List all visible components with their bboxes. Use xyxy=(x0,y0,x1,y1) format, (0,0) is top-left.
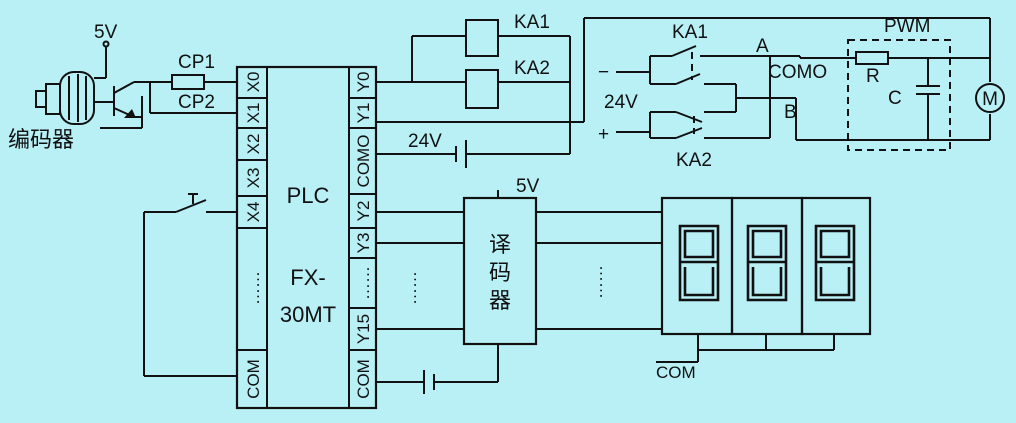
pin-y1: Y1 xyxy=(354,103,373,124)
decoder-input-ellipsis: …… xyxy=(401,271,420,305)
pin-y0: Y0 xyxy=(354,72,373,93)
ka1-coil-label: KA1 xyxy=(514,12,550,33)
plc-block: X0 X1 X2 X3 X4 …… COM Y0 Y1 COMO Y2 Y3 …… xyxy=(235,65,378,410)
encoder-body xyxy=(59,71,95,125)
pin-x2: X2 xyxy=(244,134,263,155)
decoder: …… 5V 译 码 器 …… xyxy=(376,176,662,382)
cp2-label: CP2 xyxy=(178,92,215,113)
pin-x4: X4 xyxy=(244,202,263,223)
relay-coils: KA1 KA2 xyxy=(376,12,571,154)
pin-y3: Y3 xyxy=(354,233,373,254)
como-motor-label: COMO xyxy=(768,62,827,83)
plc-model-line2: 30MT xyxy=(280,302,336,327)
display-digit-2-frame xyxy=(730,196,804,336)
capacitor-label: C xyxy=(888,88,902,109)
pin-input-com: COM xyxy=(244,359,263,399)
pin-y2: Y2 xyxy=(354,201,373,222)
ka1-coil xyxy=(465,19,499,57)
seven-segment-display: COM xyxy=(656,196,872,382)
encoder-shaft xyxy=(35,90,47,108)
plc-outer-box xyxy=(235,65,378,410)
relay-contact-bridge: KA1 KA2 − + 24V A B COMO xyxy=(598,22,827,171)
cp1-resistor xyxy=(171,74,205,90)
resistor-label: R xyxy=(866,66,880,87)
display-com-label: COM xyxy=(656,363,696,382)
pwm-block: PWM R C xyxy=(795,16,991,151)
display-digit-3 xyxy=(814,224,856,302)
plus-label: + xyxy=(598,124,609,145)
plc-24v-supply: 24V xyxy=(376,131,570,168)
x4-switch xyxy=(143,193,237,377)
pin-como: COMO xyxy=(354,135,373,188)
pin-x0: X0 xyxy=(244,72,263,93)
pwm-label: PWM xyxy=(884,16,930,37)
cp1-label: CP1 xyxy=(178,52,215,73)
plc-24v-label: 24V xyxy=(408,131,442,152)
encoder-label: 编码器 xyxy=(8,127,74,152)
ka2-coil-label: KA2 xyxy=(514,58,550,79)
plc-label: PLC xyxy=(287,183,330,208)
display-digit-1 xyxy=(678,224,720,302)
decoder-label-1: 译 xyxy=(489,232,511,257)
decoder-label-3: 器 xyxy=(489,288,511,313)
point-a-label: A xyxy=(756,36,769,57)
ka1-contact-label: KA1 xyxy=(672,22,708,43)
ka2-coil xyxy=(465,69,499,109)
decoder-label-2: 码 xyxy=(489,260,511,285)
ka2-contact-label: KA2 xyxy=(676,150,712,171)
display-digit-2 xyxy=(746,224,788,302)
pin-x1: X1 xyxy=(244,103,263,124)
minus-label: − xyxy=(598,62,609,83)
pin-output-ellipsis: …… xyxy=(354,266,373,300)
point-b-label: B xyxy=(784,102,797,123)
motor-circle xyxy=(975,83,1005,113)
pin-y15: Y15 xyxy=(354,314,373,344)
encoder-flange xyxy=(45,83,61,115)
display-digit-3-frame xyxy=(800,196,872,336)
decoder-output-ellipsis: …… xyxy=(587,265,606,299)
motor-24v-label: 24V xyxy=(604,92,638,113)
pwm-resistor xyxy=(855,51,889,65)
pin-x3: X3 xyxy=(244,168,263,189)
pwm-dashed-box xyxy=(847,39,951,151)
decoder-box xyxy=(462,196,538,346)
motor: M xyxy=(975,83,1005,113)
encoder-5v-label: 5V xyxy=(94,22,118,43)
decoder-5v-label: 5V xyxy=(516,176,540,197)
plc-model-line1: FX- xyxy=(290,265,325,290)
motor-label: M xyxy=(982,89,998,110)
pin-input-ellipsis: …… xyxy=(244,271,263,305)
output-com-supply xyxy=(376,370,498,394)
pin-output-com: COM xyxy=(354,359,373,399)
display-digit-1-frame xyxy=(660,196,734,336)
encoder: 5V 编码器 xyxy=(8,22,237,152)
